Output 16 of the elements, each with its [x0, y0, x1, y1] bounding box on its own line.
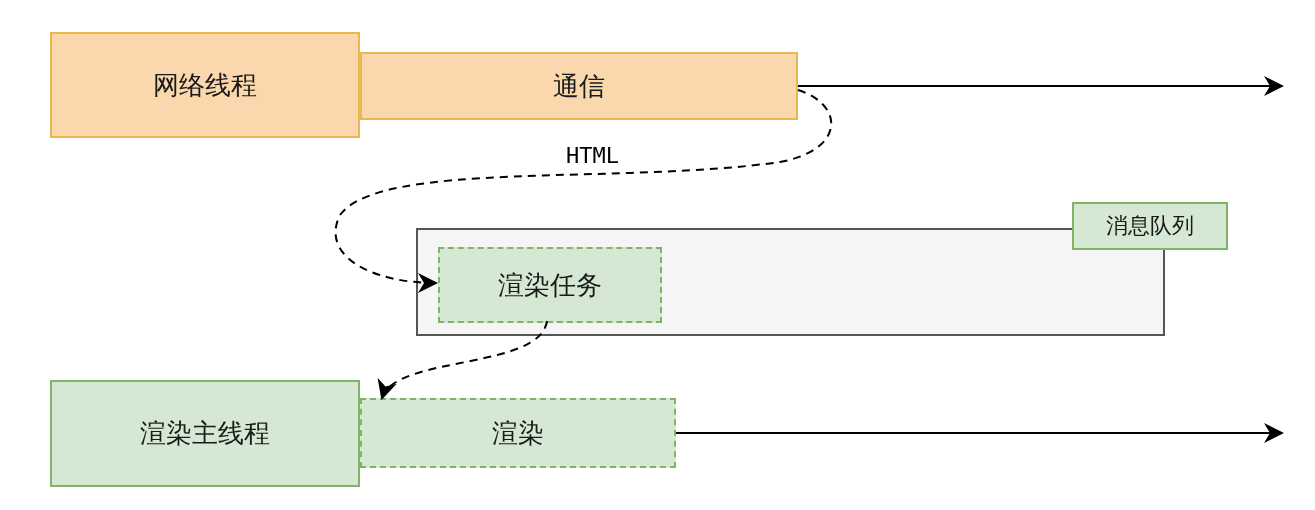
dashed-arrow — [334, 89, 832, 293]
node-label: 渲染任务 — [498, 268, 602, 302]
process-box — [438, 247, 662, 323]
node-label: 网络线程 — [153, 68, 257, 102]
node-label: 渲染 — [492, 416, 544, 450]
node-label: 渲染主线程 — [140, 417, 270, 450]
node-label: 消息队列 — [1106, 212, 1194, 240]
process-box — [360, 52, 798, 120]
process-box — [50, 380, 360, 487]
process-box — [50, 32, 360, 138]
process-box — [1072, 202, 1228, 250]
dashed-arrow — [380, 320, 548, 400]
process-box — [360, 398, 676, 468]
arrow — [675, 423, 1284, 443]
node-label: 通信 — [553, 69, 605, 103]
arrow — [797, 76, 1284, 96]
